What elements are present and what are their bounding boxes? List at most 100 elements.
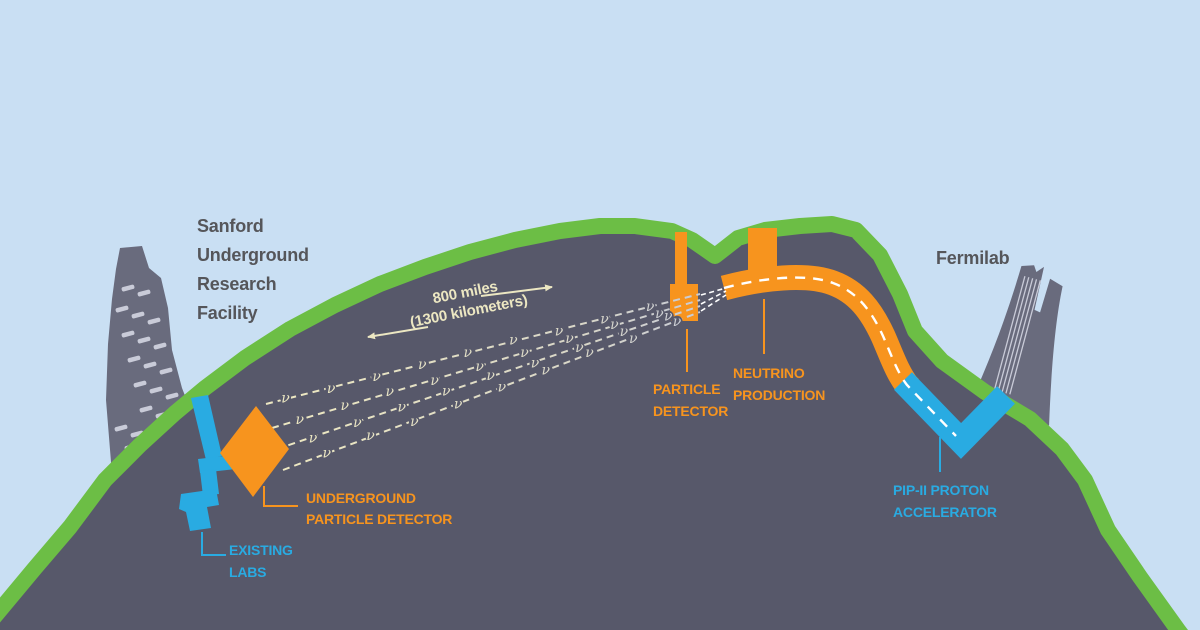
neutrino-symbol: ν <box>385 384 394 400</box>
beam-gap <box>653 307 665 319</box>
neutrino-symbol: ν <box>664 309 673 325</box>
pip-ii-accelerator-label: PIP-II PROTON ACCELERATOR <box>893 482 997 520</box>
beam-gap <box>280 392 292 404</box>
neutrino-symbol: ν <box>610 317 619 333</box>
beam-gap <box>452 398 464 410</box>
sanford-line: Facility <box>197 303 258 323</box>
sanford-line: Underground <box>197 245 309 265</box>
building-window <box>143 361 157 369</box>
underground-particle-detector-shape <box>220 406 289 497</box>
building-window <box>114 424 128 432</box>
underground-particle-detector-label: UNDERGROUND PARTICLE DETECTOR <box>306 490 453 527</box>
neutrino-symbol: ν <box>309 431 318 447</box>
neutrino-symbol: ν <box>430 373 439 389</box>
building-stripe <box>1001 278 1034 393</box>
building-window <box>121 330 135 338</box>
beam-gap <box>416 358 428 370</box>
neutrino-symbol: ν <box>565 331 574 347</box>
beam-gap <box>384 386 396 398</box>
existing-labs-label: EXISTING LABS <box>229 542 293 580</box>
underground-detector-leader <box>263 486 298 507</box>
sanford-line: Sanford <box>197 216 264 236</box>
neutrino-symbol: ν <box>673 314 682 330</box>
beam-gap <box>408 415 420 427</box>
sanford-shafts <box>179 395 236 531</box>
beam-gap <box>325 383 337 395</box>
neutrino-symbol: ν <box>541 362 550 378</box>
neutrino-symbol: ν <box>600 311 609 327</box>
beam-gap <box>429 375 441 387</box>
building-window <box>127 355 141 363</box>
building-window <box>121 284 135 292</box>
beam-stub <box>700 290 727 305</box>
neutrino-symbol: ν <box>646 299 655 315</box>
neutrino-symbol: ν <box>366 428 375 444</box>
beam-gap <box>339 400 351 412</box>
building-window <box>137 289 151 297</box>
beam-gap <box>529 357 541 369</box>
building-window <box>133 380 147 388</box>
beam-gap <box>627 332 639 344</box>
neutrino-symbol: ν <box>323 445 332 461</box>
neutrino-symbol: ν <box>498 380 507 396</box>
beam-gap <box>351 416 363 428</box>
beam-gap <box>507 334 519 346</box>
neutrino-symbol: ν <box>475 359 484 375</box>
distance-arrow-right <box>480 284 553 297</box>
beam-gap <box>540 364 552 376</box>
building-window <box>147 317 161 325</box>
neutrino-symbol: ν <box>454 397 463 413</box>
building-window <box>159 367 173 375</box>
neutrino-symbol: ν <box>520 345 529 361</box>
beam-gap <box>307 432 319 444</box>
beam-gap <box>440 385 452 397</box>
neutrino-beamline-pipe <box>720 265 919 397</box>
mine-shaft <box>191 395 222 460</box>
building-window <box>165 392 179 400</box>
building-window <box>131 311 145 319</box>
neutrino-beam-line <box>276 305 701 450</box>
sanford-line: Research <box>197 274 277 294</box>
beam-gap <box>371 371 383 383</box>
neutrino-symbol: ν <box>486 368 495 384</box>
neutrino-symbol: ν <box>585 345 594 361</box>
beam-gap <box>644 301 656 313</box>
building-window <box>149 386 163 394</box>
neutrino-symbol: ν <box>555 323 564 339</box>
building-window <box>139 405 153 413</box>
beam-gap <box>496 381 508 393</box>
beam-gap <box>519 346 531 358</box>
wilson-hall-building <box>969 265 1063 426</box>
neutrino-symbol: ν <box>575 340 584 356</box>
neutrino-beam-line <box>282 311 701 471</box>
neutrino-symbol: ν <box>327 381 336 397</box>
beam-gap <box>573 341 585 353</box>
building-stripe <box>1005 279 1038 394</box>
beam-stub <box>700 294 727 312</box>
neutrino-symbol: ν <box>296 412 305 428</box>
pip-ii-accelerator-pipe <box>894 372 1015 459</box>
existing-labs-cavern <box>179 489 219 531</box>
beam-gap <box>662 310 674 322</box>
neutrino-symbol: ν <box>509 333 518 349</box>
neutrino-symbol: ν <box>281 390 290 406</box>
neutrino-symbol: ν <box>442 384 451 400</box>
existing-labs-leader <box>201 532 226 556</box>
fermilab-label: Fermilab <box>936 248 1010 268</box>
beam-gap <box>474 361 486 373</box>
neutrino-symbol: ν <box>655 306 664 322</box>
neutrino-symbol: ν <box>341 398 350 414</box>
neutrino-symbol: ν <box>353 415 362 431</box>
beam-gap <box>608 318 620 330</box>
building-window <box>130 430 144 438</box>
building-stripe <box>997 277 1030 392</box>
beam-gap <box>365 430 377 442</box>
beam-gap <box>485 370 497 382</box>
beam-gap <box>671 315 683 327</box>
neutrino-symbol: ν <box>372 369 381 385</box>
neutrino-symbol: ν <box>629 331 638 347</box>
leader-lines <box>201 299 941 556</box>
building-stripe <box>1009 280 1041 395</box>
